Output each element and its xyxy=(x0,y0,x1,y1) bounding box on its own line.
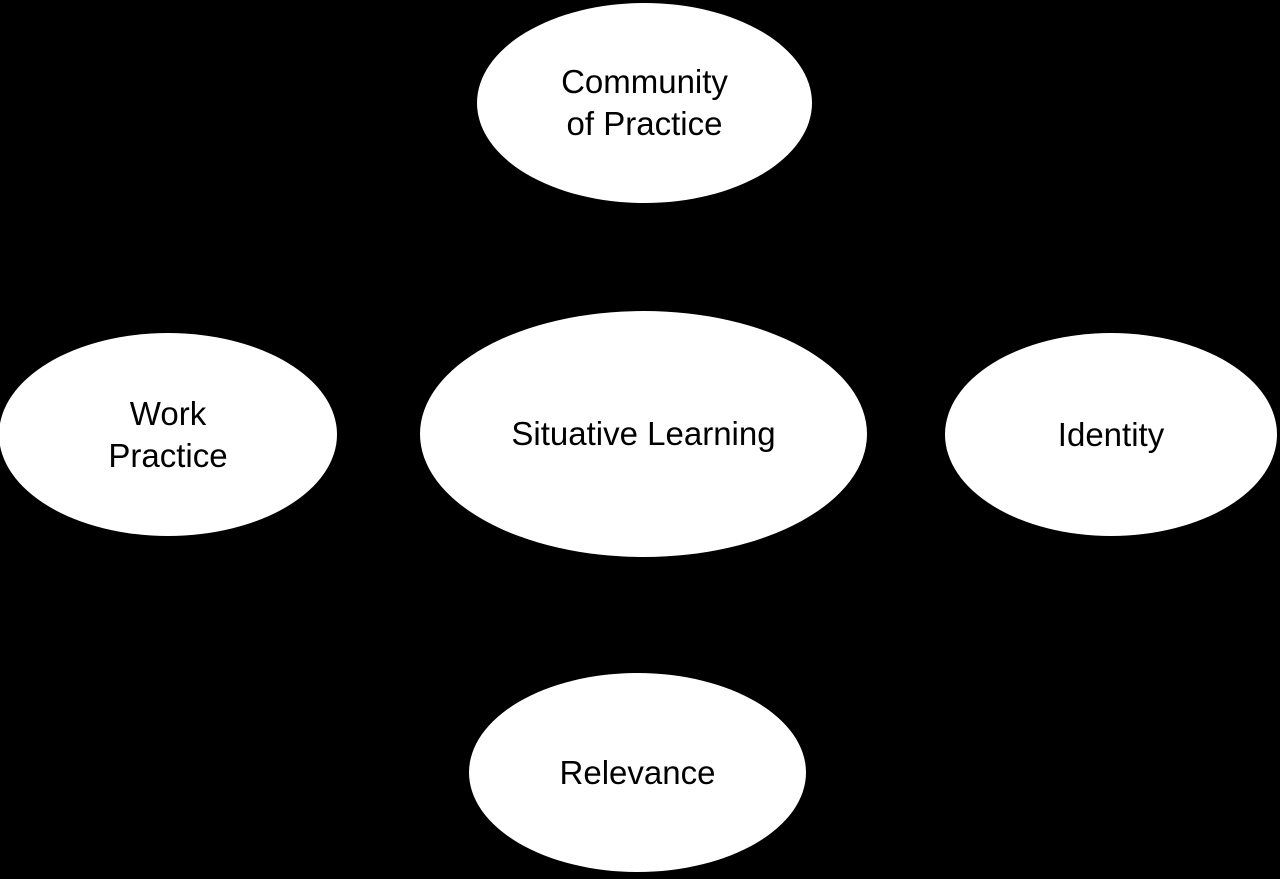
node-community-of-practice: Community of Practice xyxy=(477,3,812,203)
node-work-practice: Work Practice xyxy=(0,333,337,536)
node-relevance: Relevance xyxy=(469,673,806,872)
node-community-of-practice-label: Community of Practice xyxy=(561,63,728,142)
node-situative-learning-label: Situative Learning xyxy=(511,415,776,453)
node-identity-label: Identity xyxy=(1057,415,1165,453)
node-situative-learning: Situative Learning xyxy=(420,311,867,557)
node-relevance-label: Relevance xyxy=(559,753,716,791)
node-identity: Identity xyxy=(945,333,1277,536)
node-work-practice-label: Work Practice xyxy=(108,394,228,474)
